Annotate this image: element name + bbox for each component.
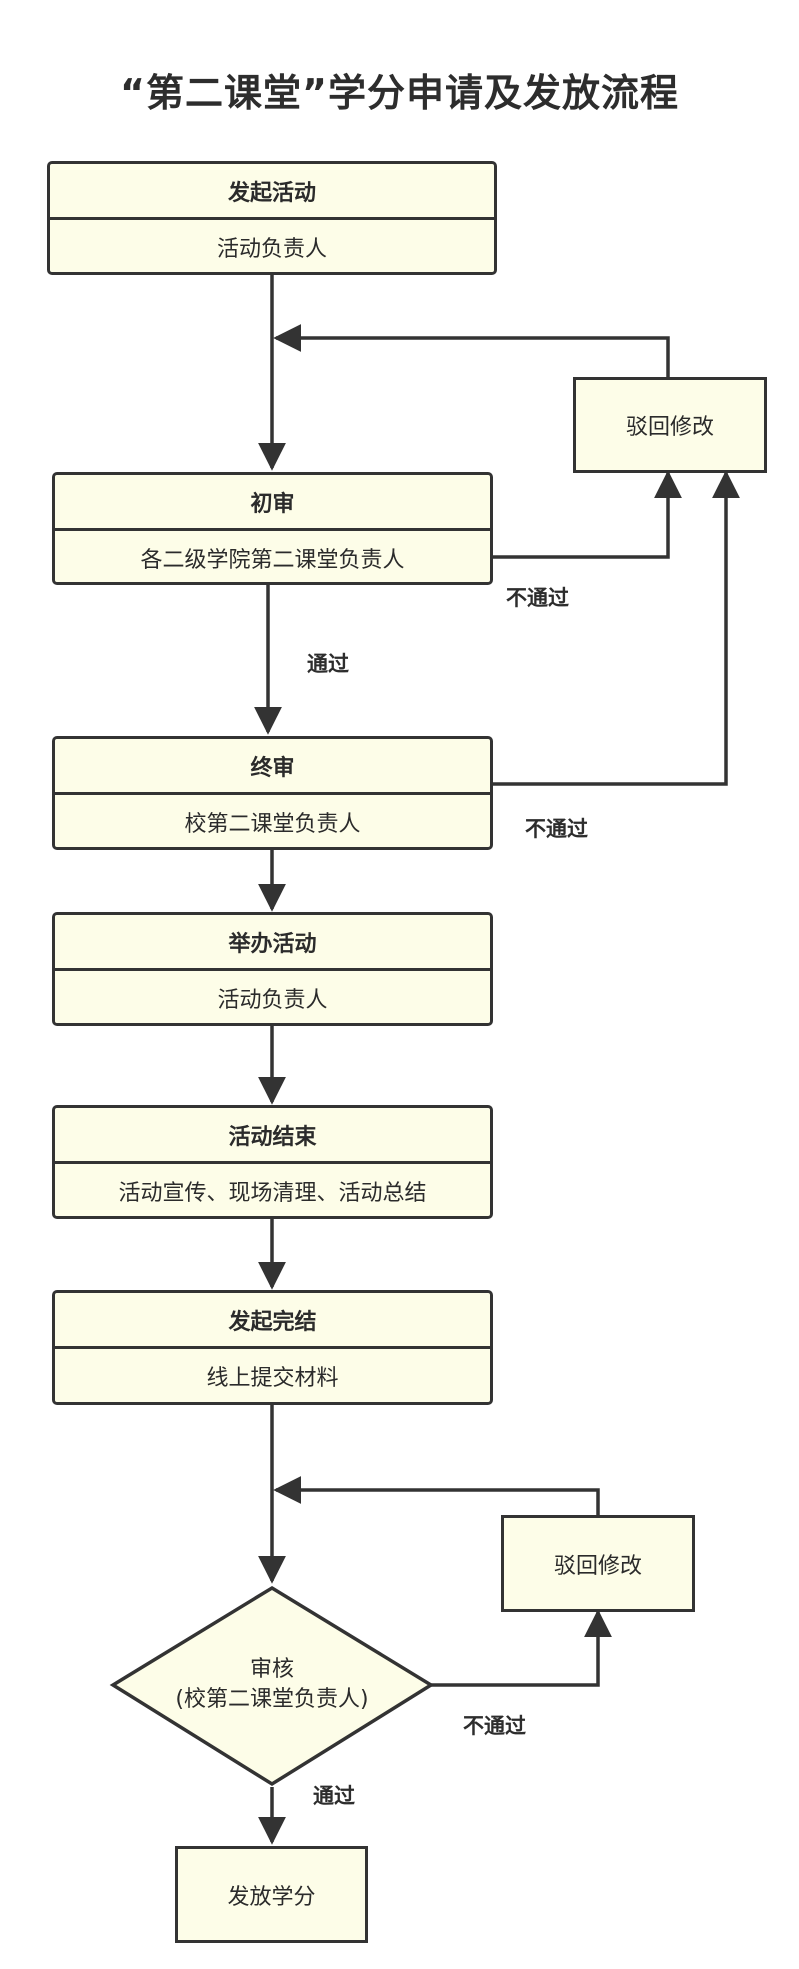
step-host-activity: 举办活动 活动负责人	[52, 912, 493, 1026]
arrow-audit-fail	[431, 1609, 612, 1687]
step-activity-end-title: 活动结束	[55, 1108, 490, 1164]
arrow-review-fail	[493, 470, 682, 559]
page-title: “第二课堂”学分申请及发放流程	[120, 71, 679, 115]
audit-diamond	[109, 1585, 435, 1787]
issue-credits-box: 发放学分	[175, 1846, 368, 1943]
step-host-activity-title: 举办活动	[55, 915, 490, 971]
step-initial-review: 初审 各二级学院第二课堂负责人	[52, 472, 493, 585]
audit-decision-text: 审核 (校第二课堂负责人)	[113, 1655, 431, 1715]
step-host-activity-role: 活动负责人	[217, 987, 328, 1013]
step-start-activity: 发起活动 活动负责人	[47, 161, 497, 275]
step-activity-end: 活动结束 活动宣传、现场清理、活动总结	[52, 1105, 493, 1219]
audit-decision-title: 审核	[249, 1657, 294, 1682]
audit-decision-role: (校第二课堂负责人)	[175, 1687, 369, 1712]
arrow-reject2-return	[273, 1476, 600, 1515]
arrow-reject1-return	[273, 324, 670, 377]
arrow-final-fail	[493, 470, 740, 786]
step-final-review-title: 终审	[55, 739, 490, 795]
step-initial-review-title: 初审	[55, 475, 490, 531]
label-pass-audit: 通过	[313, 1784, 355, 1808]
step-complete-title: 发起完结	[55, 1293, 490, 1349]
reject-revise-box-1: 驳回修改	[573, 377, 767, 473]
step-initial-review-role: 各二级学院第二课堂负责人	[140, 547, 405, 573]
step-final-review-role: 校第二课堂负责人	[184, 811, 361, 837]
step-final-review: 终审 校第二课堂负责人	[52, 736, 493, 850]
label-pass-initial: 通过	[307, 652, 349, 676]
step-complete-task: 线上提交材料	[206, 1365, 339, 1391]
step-complete: 发起完结 线上提交材料	[52, 1290, 493, 1405]
label-fail-audit: 不通过	[463, 1714, 526, 1738]
step-start-activity-role: 活动负责人	[216, 236, 327, 262]
step-start-activity-title: 发起活动	[50, 164, 494, 220]
step-activity-end-tasks: 活动宣传、现场清理、活动总结	[118, 1180, 427, 1206]
label-fail-final: 不通过	[525, 817, 588, 841]
label-fail-initial: 不通过	[506, 586, 569, 610]
reject-revise-box-2: 驳回修改	[501, 1515, 695, 1612]
